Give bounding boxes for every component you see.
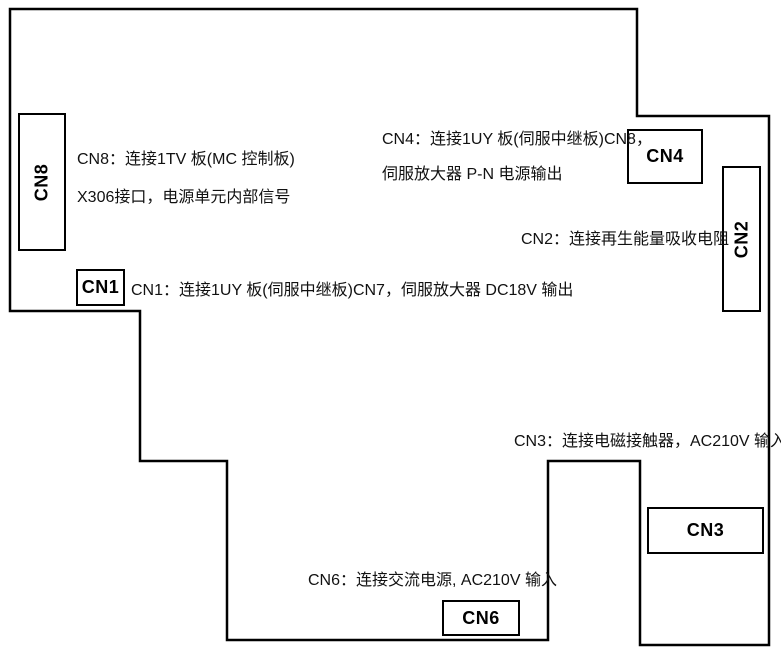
connector-cn8: CN8 [18, 113, 66, 251]
note-cn8-line2: X306接口，电源单元内部信号 [77, 189, 291, 206]
connector-cn1-label: CN1 [81, 277, 120, 297]
connector-cn6: CN6 [442, 600, 520, 636]
connector-cn3-label: CN3 [686, 520, 725, 540]
note-cn2: CN2：连接再生能量吸收电阻 [521, 231, 730, 248]
note-cn6: CN6：连接交流电源, AC210V 输入 [308, 572, 557, 589]
note-cn3: CN3：连接电磁接触器，AC210V 输入 [514, 433, 781, 450]
connector-cn2-label: CN2 [731, 220, 752, 258]
connector-cn8-label: CN8 [31, 163, 52, 201]
note-cn4-line2: 伺服放大器 P-N 电源输出 [382, 166, 563, 183]
connector-cn1: CN1 [76, 269, 125, 306]
note-cn4-line1: CN4：连接1UY 板(伺服中继板)CN8， [382, 131, 652, 148]
connector-cn2: CN2 [722, 166, 761, 312]
connector-cn3: CN3 [647, 507, 764, 554]
connector-cn4: CN4 [627, 129, 703, 184]
connector-cn6-label: CN6 [462, 607, 500, 628]
note-cn8-line1: CN8：连接1TV 板(MC 控制板) [77, 151, 295, 168]
note-cn1: CN1：连接1UY 板(伺服中继板)CN7，伺服放大器 DC18V 输出 [131, 282, 574, 299]
connector-cn4-label: CN4 [646, 146, 684, 166]
